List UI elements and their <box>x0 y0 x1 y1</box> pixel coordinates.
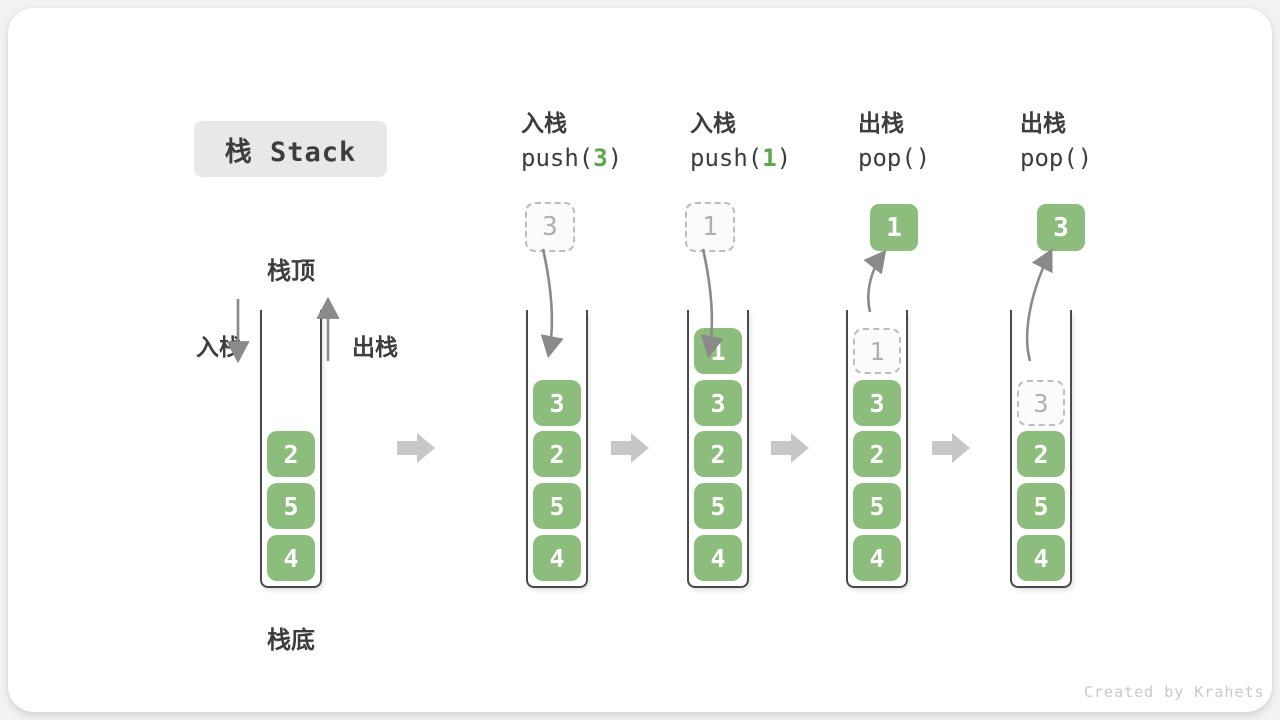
label-pop-direction: 出栈 <box>352 334 398 360</box>
pushed-value-ghost-box: 1 <box>685 202 735 252</box>
operation-label-pop-1: 出栈 pop() <box>858 110 1018 171</box>
code-arg: 1 <box>762 144 777 172</box>
stack-cell: 4 <box>694 535 742 581</box>
stack-cell: 5 <box>853 483 901 529</box>
stack-cell: 2 <box>1017 431 1065 477</box>
code-pre: push( <box>521 144 594 172</box>
operation-code: pop() <box>858 146 1018 170</box>
stack-cell: 4 <box>267 535 315 581</box>
operation-code: push(1) <box>690 146 850 170</box>
stack-cell-ghost: 1 <box>853 328 901 374</box>
label-stack-top: 栈顶 <box>267 258 315 285</box>
stack-cell: 4 <box>853 535 901 581</box>
popped-value-box: 1 <box>870 204 918 251</box>
code-post: ) <box>776 144 792 172</box>
code-pre: pop( <box>858 144 916 172</box>
label-stack-bottom: 栈底 <box>267 627 315 654</box>
title-badge: 栈 Stack <box>194 121 387 177</box>
stack-cell: 5 <box>267 483 315 529</box>
stack-cell: 2 <box>853 431 901 477</box>
stack-state-4: 1 3 2 5 4 <box>846 310 908 588</box>
operation-code: pop() <box>1020 146 1180 170</box>
operation-name: 出栈 <box>1020 110 1066 136</box>
stack-cell: 5 <box>533 483 581 529</box>
stack-cell: 4 <box>1017 535 1065 581</box>
stack-state-5: 3 2 5 4 <box>1010 310 1072 588</box>
pushed-value-ghost-box: 3 <box>525 202 575 252</box>
code-post: ) <box>915 144 931 172</box>
code-post: ) <box>607 144 623 172</box>
operation-label-push-3: 入栈 push(3) <box>521 110 681 171</box>
operation-label-push-1: 入栈 push(1) <box>690 110 850 171</box>
stack-cell: 2 <box>694 431 742 477</box>
footer-credit: Created by Krahets <box>1084 683 1265 701</box>
code-pre: push( <box>690 144 763 172</box>
diagram-card: 栈 Stack 入栈 push(3) 入栈 push(1) 出栈 pop() 出… <box>8 8 1272 712</box>
stack-state-1: 2 5 4 <box>260 310 322 588</box>
stack-state-2: 3 2 5 4 <box>526 310 588 588</box>
stack-cell: 5 <box>694 483 742 529</box>
code-pre: pop( <box>1020 144 1078 172</box>
operation-code: push(3) <box>521 146 681 170</box>
stack-cell: 2 <box>267 431 315 477</box>
code-post: ) <box>1077 144 1093 172</box>
stack-cell: 3 <box>853 380 901 426</box>
label-push-direction: 入栈 <box>196 334 242 360</box>
operation-name: 入栈 <box>690 110 736 136</box>
stack-cell-ghost: 3 <box>1017 380 1065 426</box>
stack-cell: 5 <box>1017 483 1065 529</box>
stack-cell: 3 <box>694 380 742 426</box>
operation-name: 出栈 <box>858 110 904 136</box>
operation-label-pop-3: 出栈 pop() <box>1020 110 1180 171</box>
code-arg: 3 <box>593 144 608 172</box>
stack-state-3: 1 3 2 5 4 <box>687 310 749 588</box>
stack-cell: 1 <box>694 328 742 374</box>
stack-cell: 4 <box>533 535 581 581</box>
stack-cell: 3 <box>533 380 581 426</box>
operation-name: 入栈 <box>521 110 567 136</box>
popped-value-box: 3 <box>1037 204 1085 251</box>
stack-cell: 2 <box>533 431 581 477</box>
